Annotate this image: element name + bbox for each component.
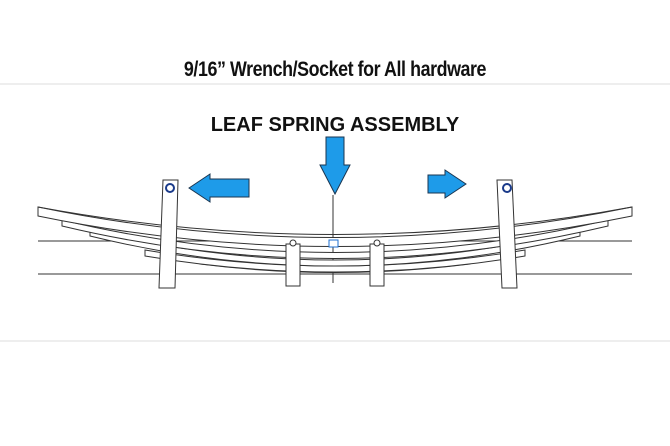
- shackle-right-bushing: [502, 183, 512, 193]
- shackle-left-bushing: [165, 183, 175, 193]
- leaf-1-edge: [37, 206, 633, 235]
- leaf-1: [37, 206, 633, 247]
- u-bolt-left-nut: [289, 239, 297, 247]
- leaf-3: [89, 229, 581, 267]
- arrow-left-icon: [188, 173, 250, 203]
- page-title: 9/16” Wrench/Socket for All hardware: [183, 58, 487, 81]
- leaf-2: [61, 219, 609, 259]
- center-bolt: [328, 239, 339, 248]
- u-bolt-left: [285, 243, 301, 287]
- shackle-left: [158, 179, 179, 289]
- arrow-right-icon: [427, 169, 467, 199]
- u-bolt-right: [369, 243, 385, 287]
- diagram-heading: LEAF SPRING ASSEMBLY: [210, 114, 460, 136]
- arrow-down-icon: [319, 136, 351, 196]
- shackle-right: [496, 179, 518, 289]
- u-bolt-right-nut: [373, 239, 381, 247]
